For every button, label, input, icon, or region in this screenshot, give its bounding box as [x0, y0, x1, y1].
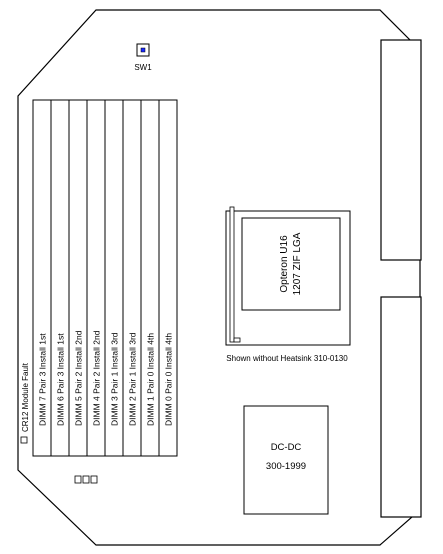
dimm-slot-label: DIMM 7 Pair 3 Install 1st [38, 333, 48, 426]
dcdc-label-2: 300-1999 [266, 461, 306, 472]
fault-led-label: CR12 Module Fault [21, 362, 30, 432]
dcdc-label-1: DC-DC [271, 442, 302, 453]
cpu-label-2: 1207 ZIF LGA [292, 232, 303, 295]
dimm-slot-label: DIMM 4 Pair 2 Install 2nd [92, 330, 102, 426]
edge-connector-bottom [380, 296, 422, 518]
dimm-slot-label: DIMM 5 Pair 2 Install 2nd [74, 330, 84, 426]
cpu-socket: Opteron U16 1207 ZIF LGA Shown without H… [225, 206, 351, 363]
dimm-slots: DIMM 7 Pair 3 Install 1st DIMM 6 Pair 3 I… [32, 99, 178, 457]
switch-sw1: SW1 [134, 43, 152, 72]
dimm-slot-label: DIMM 0 Pair 0 Install 4th [164, 333, 174, 426]
dimm-slot [158, 99, 178, 457]
cpu-label-1: Opteron U16 [279, 235, 290, 293]
edge-connector-top [380, 39, 422, 261]
pad-group [74, 475, 98, 484]
dimm-slot-label: DIMM 3 Pair 1 Install 3rd [110, 332, 120, 426]
switch-label: SW1 [134, 63, 152, 72]
dimm-slot-label: DIMM 6 Pair 3 Install 1st [56, 333, 66, 426]
cpu-caption: Shown without Heatsink 310-0130 [226, 354, 348, 363]
fault-led: CR12 Module Fault [20, 362, 30, 444]
dimm-slot-label: DIMM 1 Pair 0 Install 4th [146, 333, 156, 426]
dcdc-module: DC-DC 300-1999 [243, 405, 329, 515]
dimm-slot-label: DIMM 2 Pair 1 Install 3rd [128, 332, 138, 426]
